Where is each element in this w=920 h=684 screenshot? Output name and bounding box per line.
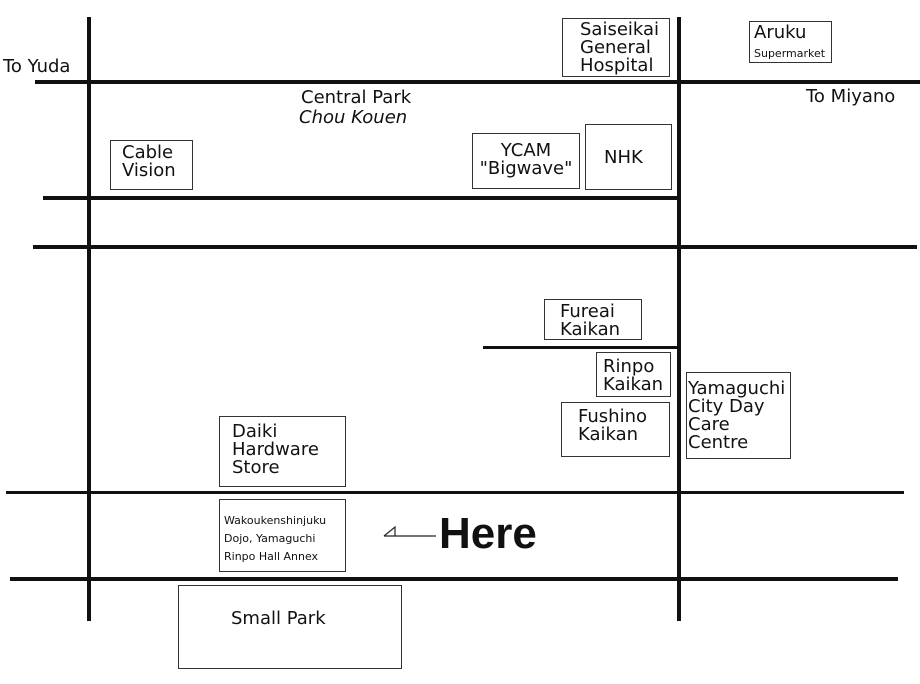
road-west bbox=[87, 17, 91, 621]
chou-kouen-label: Chou Kouen bbox=[299, 107, 408, 128]
daiki-hardware-box bbox=[219, 416, 346, 487]
road-middle bbox=[33, 245, 917, 249]
supermarket-label: Supermarket bbox=[754, 47, 826, 60]
rinpo-kaikan-box bbox=[596, 352, 671, 397]
road-top bbox=[35, 80, 920, 84]
to-miyano-label: To Miyano bbox=[806, 86, 896, 107]
nhk-box bbox=[585, 124, 672, 190]
small-park-box bbox=[178, 585, 402, 669]
fushino-kaikan-box bbox=[561, 402, 670, 457]
rinpo-kaikan-label: Rinpo Kaikan bbox=[603, 356, 664, 395]
ycam-label: YCAM "Bigwave" bbox=[479, 140, 573, 179]
road-fureai-branch bbox=[483, 346, 680, 349]
here-label: Here bbox=[439, 509, 537, 558]
saiseikai-hospital-label: Saiseikai General Hospital bbox=[580, 19, 660, 76]
road-bottom bbox=[10, 577, 898, 581]
dojo-box bbox=[219, 499, 346, 572]
saiseikai-hospital-box bbox=[562, 18, 670, 77]
central-park-label: Central Park bbox=[301, 87, 412, 108]
fushino-kaikan-label: Fushino Kaikan bbox=[578, 406, 647, 445]
road-park-south bbox=[43, 196, 680, 200]
to-yuda-label: To Yuda bbox=[3, 56, 71, 77]
aruku-label: Aruku bbox=[754, 22, 807, 43]
cable-vision-label: Cable Vision bbox=[122, 142, 176, 181]
road-east bbox=[677, 17, 681, 621]
day-care-centre-box bbox=[686, 372, 791, 459]
here-arrow-icon bbox=[383, 525, 436, 537]
ycam-box bbox=[472, 133, 580, 189]
nhk-label: NHK bbox=[604, 147, 643, 168]
cable-vision-box bbox=[110, 140, 193, 190]
road-lower bbox=[6, 491, 904, 494]
fureai-kaikan-label: Fureai Kaikan bbox=[560, 301, 621, 340]
small-park-label: Small Park bbox=[231, 608, 326, 629]
dojo-label: Wakoukenshinjuku Dojo, Yamaguchi Rinpo H… bbox=[224, 514, 327, 563]
day-care-centre-label: Yamaguchi City Day Care Centre bbox=[688, 378, 786, 453]
aruku-supermarket-box bbox=[749, 21, 832, 63]
fureai-kaikan-box bbox=[544, 299, 642, 340]
daiki-hardware-label: Daiki Hardware Store bbox=[232, 421, 319, 478]
